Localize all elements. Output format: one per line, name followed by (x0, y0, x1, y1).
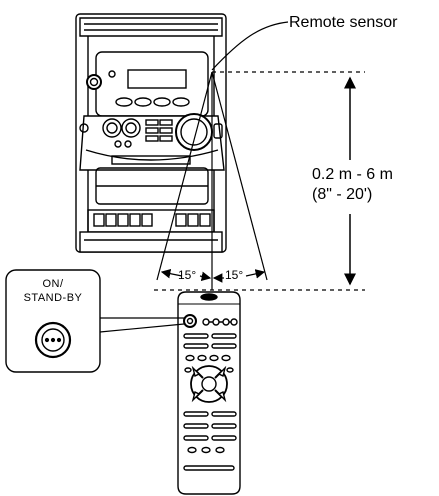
remote-ir-emitter (200, 293, 218, 301)
stereo-button (134, 97, 152, 107)
angle-line-right (211, 71, 268, 281)
callout-standby-label: STAND-BY (23, 292, 83, 304)
stereo-knob (102, 118, 122, 138)
standby-callout (5, 269, 185, 373)
remote-body (177, 291, 241, 495)
display-window (127, 69, 187, 89)
stereo-button (153, 97, 171, 107)
indicator-dot (108, 70, 116, 78)
callout-leader-bottom (99, 323, 185, 333)
detection-range-lines (156, 71, 268, 290)
angle-left-label: 15° (178, 268, 197, 282)
jack (79, 123, 89, 133)
angle-arrow-left-outer (160, 268, 183, 279)
remote-sensor-leader (211, 21, 289, 71)
callout-box (5, 269, 101, 373)
stereo-button (172, 97, 190, 107)
remote-sensor-label: Remote sensor (289, 14, 398, 31)
angle-arrow-left-inner (199, 271, 212, 282)
callout-on-label: ON/ (42, 278, 64, 290)
remote-nav-pad (190, 365, 228, 403)
angle-arrow-right-outer (245, 269, 266, 279)
stereo-base (79, 231, 223, 253)
stereo-system-unit (75, 13, 227, 253)
angle-line-left (156, 71, 213, 281)
distance-metric-label: 0.2 m - 6 m (312, 166, 393, 183)
remote-power-button (183, 314, 197, 328)
remote-control (177, 291, 241, 495)
stereo-button (115, 97, 133, 107)
angle-right-label: 15° (225, 268, 244, 282)
distance-imperial-label: (8" - 20') (312, 186, 373, 203)
stereo-top-panel (79, 17, 223, 37)
standby-button (34, 321, 72, 359)
cassette-slot (111, 155, 191, 165)
stereo-power-button (86, 74, 102, 90)
stereo-knob (121, 118, 141, 138)
